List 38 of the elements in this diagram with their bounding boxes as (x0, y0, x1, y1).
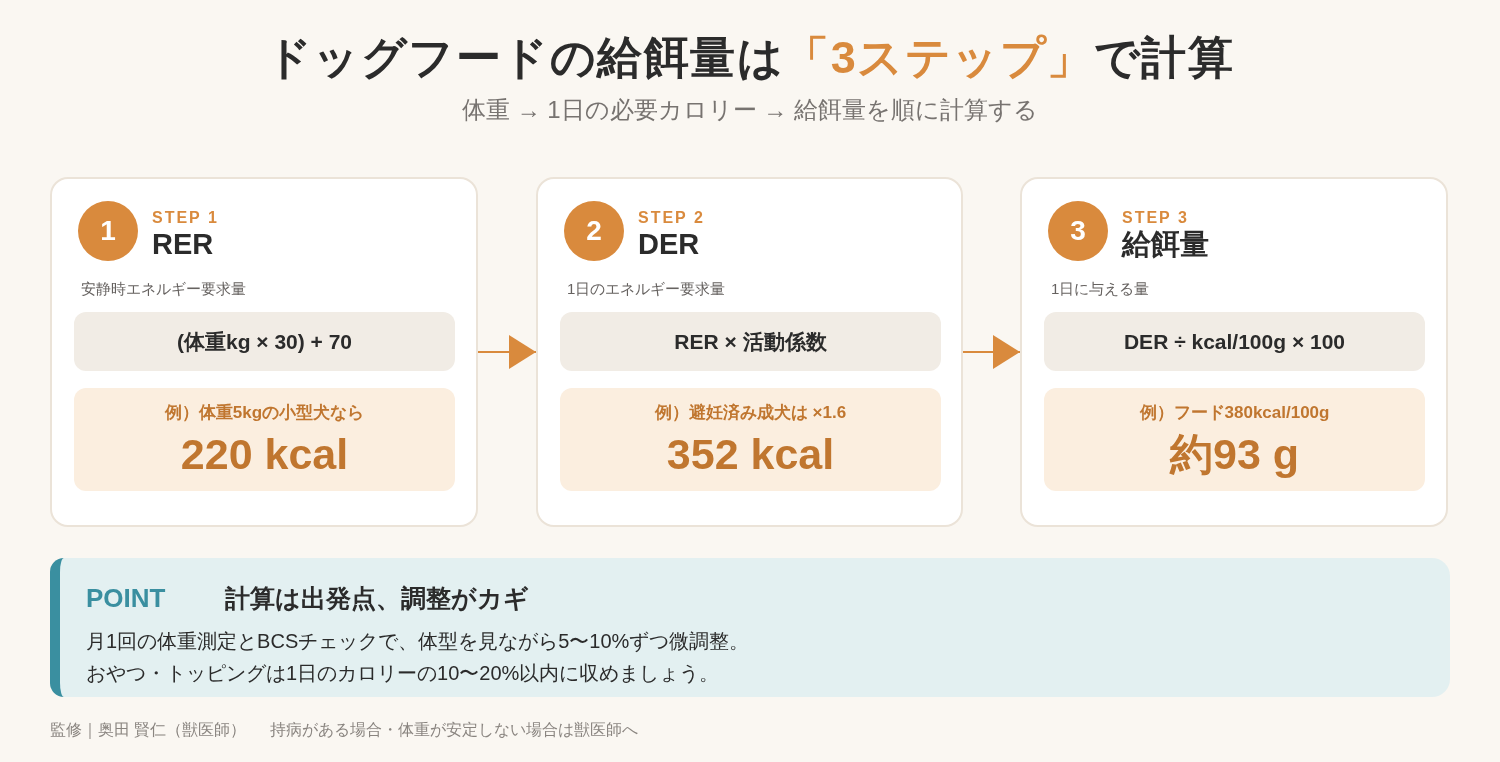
formula-box: (体重kg × 30) + 70 (74, 312, 455, 371)
step-number-circle: 2 (564, 201, 624, 261)
arrow (962, 335, 1021, 369)
title: ドッグフードの給餌量は「3ステップ」で計算 (265, 31, 1235, 85)
step-heading: RER (152, 227, 214, 262)
arrow (477, 335, 537, 369)
step-number-circle: 1 (78, 201, 138, 261)
point-panel (50, 558, 1450, 697)
example-note: 例）フード380kcal/100g (1139, 402, 1330, 424)
step-heading: DER (638, 227, 700, 262)
step-label: STEP 2 (638, 208, 705, 228)
step-label: STEP 3 (1122, 208, 1189, 228)
point-label: POINT (86, 582, 166, 615)
example-result: 約93 g (1170, 429, 1299, 480)
subtitle: 体重 → 1日の必要カロリー → 給餌量を順に計算する (462, 95, 1038, 125)
example-box (560, 388, 941, 491)
point-text: おやつ・トッピングは1日のカロリーの10〜20%以内に収めましょう。 (86, 661, 720, 686)
example-box (74, 388, 455, 491)
point-text: 月1回の体重測定とBCSチェックで、体型を見ながら5〜10%ずつ微調整。 (86, 629, 750, 654)
footer-note: 持病がある場合・体重が安定しない場合は獣医師へ (270, 720, 639, 740)
example-result: 220 kcal (180, 429, 349, 480)
step-card (1020, 177, 1448, 527)
step-label: STEP 1 (152, 208, 219, 228)
description: 1日のエネルギー要求量 (567, 279, 726, 299)
point-heading: 計算は出発点、調整がカギ (225, 583, 529, 614)
description: 1日に与える量 (1051, 279, 1150, 299)
step-card (536, 177, 963, 527)
description: 安静時エネルギー要求量 (81, 279, 246, 299)
example-box (1044, 388, 1425, 491)
example-note: 例）体重5kgの小型犬なら (164, 402, 365, 424)
supervisor-credit: 監修｜奥田 賢仁（獣医師） (50, 720, 247, 741)
formula-box: DER ÷ kcal/100g × 100 (1044, 312, 1425, 371)
formula-box: RER × 活動係数 (560, 312, 941, 371)
example-note: 例）避妊済み成犬は ×1.6 (654, 402, 847, 424)
step-card (50, 177, 478, 527)
step-heading: 給餌量 (1122, 227, 1209, 262)
step-number-circle: 3 (1048, 201, 1108, 261)
example-result: 352 kcal (666, 429, 835, 480)
